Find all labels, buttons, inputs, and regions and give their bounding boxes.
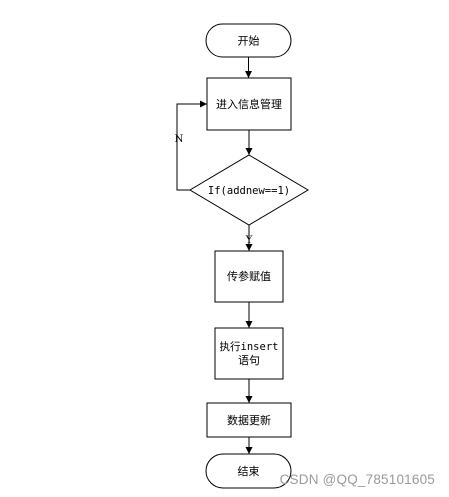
exec-insert-node: 执行insert 语句 [214, 327, 284, 380]
pass-params-label: 传参赋值 [227, 269, 271, 283]
no-edge-label: N [175, 134, 184, 145]
end-label: 结束 [238, 465, 260, 478]
data-update-node: 数据更新 [206, 402, 292, 438]
exec-insert-label-line1: 执行insert [220, 340, 279, 353]
enter-info-node: 进入信息管理 [206, 77, 292, 131]
pass-params-node: 传参赋值 [214, 250, 284, 303]
start-label: 开始 [238, 34, 260, 48]
edge-decision-no-loop [176, 100, 207, 191]
csdn-watermark: CSDN @QQ_785101605 [279, 472, 435, 487]
start-node: 开始 [205, 23, 292, 58]
data-update-label: 数据更新 [227, 413, 271, 427]
decision-label: If(addnew==1) [208, 185, 290, 197]
exec-insert-label-line2: 语句 [238, 354, 260, 367]
end-node: 结束 [205, 453, 292, 489]
yes-edge-label: Y [245, 235, 253, 246]
enter-info-label: 进入信息管理 [216, 97, 282, 111]
decision-node: If(addnew==1) [189, 154, 309, 226]
